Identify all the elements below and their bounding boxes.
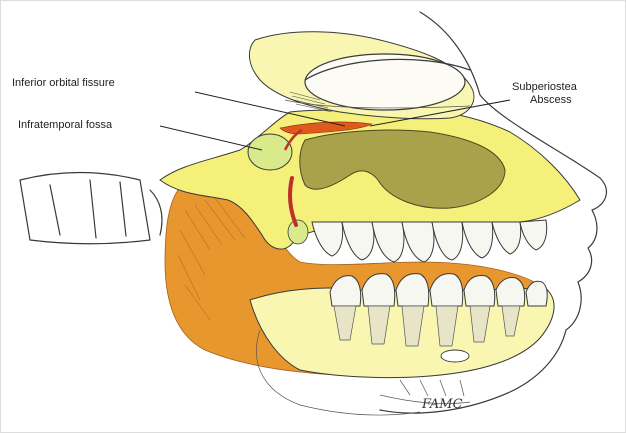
- label-subperiosteal-line2: Abscess: [530, 94, 572, 106]
- label-subperiosteal-line1: Subperiostea: [512, 81, 578, 93]
- upper-teeth: [312, 220, 547, 262]
- infratemporal-fossa: [248, 134, 292, 170]
- label-inferior-orbital-fissure: Inferior orbital fissure: [12, 77, 115, 89]
- pterygoid-space: [288, 220, 308, 244]
- leader-infratemporal-fossa: [160, 126, 262, 150]
- label-infratemporal-fossa: Infratemporal fossa: [18, 119, 113, 131]
- cervical-structures: [20, 173, 162, 244]
- artist-signature: FAMC: [421, 397, 463, 412]
- hyoid-bone: [441, 350, 469, 362]
